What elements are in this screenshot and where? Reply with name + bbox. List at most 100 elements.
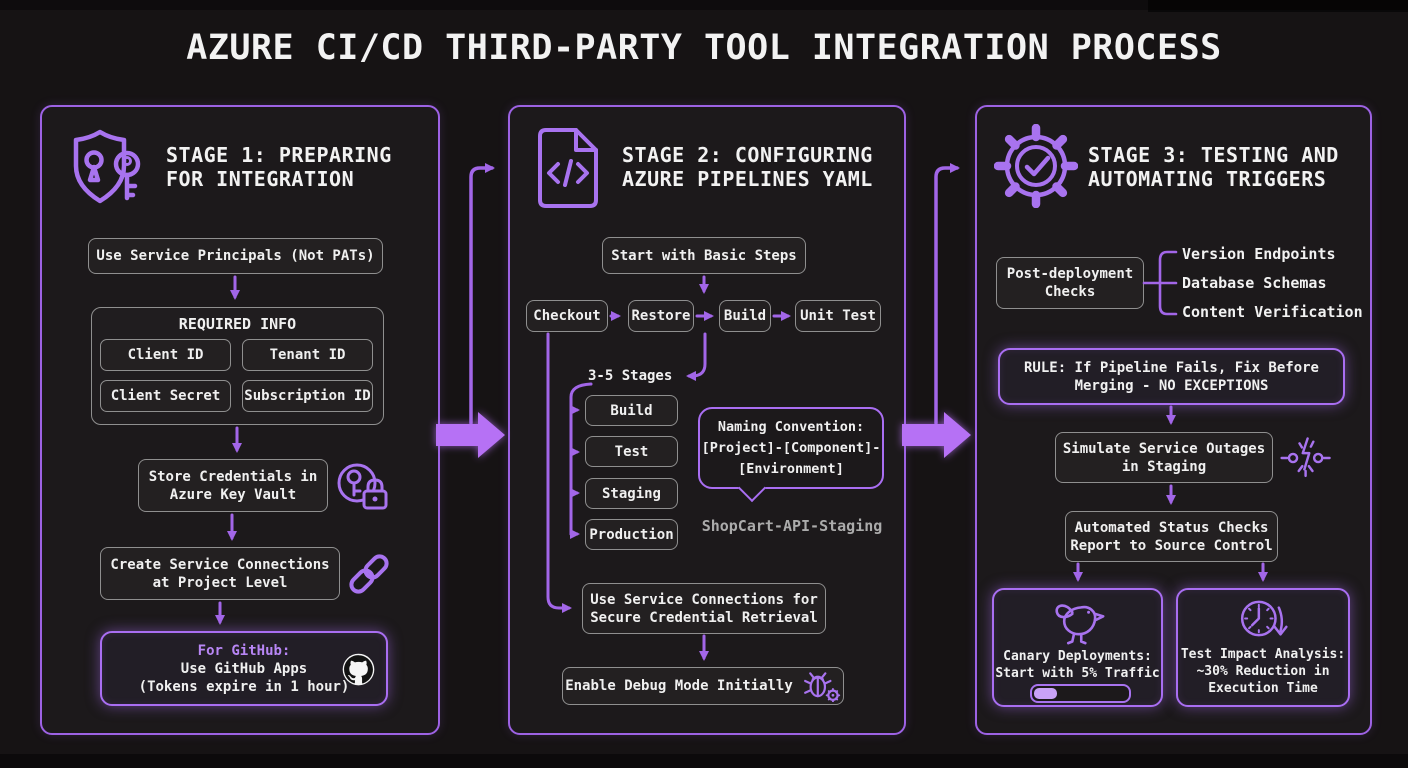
canary-line1: Canary Deployments: <box>1003 649 1152 664</box>
stage2-title-line2: AZURE PIPELINES YAML <box>622 167 873 191</box>
secure-retrieval-line1: Use Service Connections for <box>590 591 818 608</box>
key-vault-line1: Store Credentials in <box>148 468 318 485</box>
naming-convention-bubble: Naming Convention: [Project]-[Component]… <box>698 407 884 489</box>
pipeline-stage-staging-label: Staging <box>601 485 661 502</box>
step-unit-test-label: Unit Test <box>800 308 876 324</box>
naming-line2: [Project]-[Component]- <box>701 439 881 456</box>
page-title: AZURE CI/CD THIRD-PARTY TOOL INTEGRATION… <box>186 28 1222 68</box>
stage3-title: STAGE 3: TESTING AND AUTOMATING TRIGGERS <box>1088 143 1339 191</box>
chip-client-id: Client ID <box>100 339 231 371</box>
top-vignette <box>0 0 1408 10</box>
code-file-icon <box>538 128 598 208</box>
post-deployment-line1: Post-deployment <box>1006 266 1134 282</box>
bottom-vignette <box>0 754 1408 768</box>
debug-mode-label: Enable Debug Mode Initially <box>565 678 793 694</box>
github-line2: (Tokens expire in 1 hour) <box>138 678 350 695</box>
gear-check-icon <box>994 124 1078 208</box>
rule-box: RULE: If Pipeline Fails, Fix Before Merg… <box>998 348 1345 405</box>
pipeline-stage-staging-box: Staging <box>585 478 678 509</box>
service-principals-box: Use Service Principals (Not PATs) <box>88 238 383 274</box>
key-vault-icon <box>337 463 388 510</box>
step-build-box: Build <box>719 300 771 332</box>
stage2-title: STAGE 2: CONFIGURING AZURE PIPELINES YAM… <box>622 143 873 191</box>
stage2-to-stage3-arrow <box>902 412 971 458</box>
github-icon <box>342 653 375 686</box>
required-info-label: REQUIRED INFO <box>178 315 297 333</box>
rule-line2: Merging - NO EXCEPTIONS <box>1074 377 1269 394</box>
stage3-title-line2: AUTOMATING TRIGGERS <box>1088 167 1327 191</box>
chip-client-id-label: Client ID <box>127 347 204 363</box>
shield-key-icon <box>73 129 141 204</box>
stage2-to-stage3-riser-arrow <box>934 163 960 425</box>
stage2-title-line1: STAGE 2: CONFIGURING <box>622 143 873 167</box>
chip-client-secret: Client Secret <box>100 380 231 412</box>
chip-client-secret-label: Client Secret <box>110 388 221 404</box>
chip-subscription-id: Subscription ID <box>242 380 373 412</box>
stage3-title-line1: STAGE 3: TESTING AND <box>1088 143 1339 167</box>
step-restore-box: Restore <box>628 300 694 332</box>
simulate-outages-box: Simulate Service Outages in Staging <box>1055 432 1273 483</box>
test-impact-line3: Execution Time <box>1208 681 1318 696</box>
github-line1: Use GitHub Apps <box>180 660 308 677</box>
post-deployment-line2: Checks <box>1044 284 1096 300</box>
canary-progress-bar <box>1030 684 1131 703</box>
bug-gear-icon <box>803 672 840 702</box>
chip-tenant-id-label: Tenant ID <box>269 347 346 363</box>
simulate-line2: in Staging <box>1121 458 1207 475</box>
pipeline-stage-production-label: Production <box>589 526 674 543</box>
pipeline-stage-test-label: Test <box>614 443 649 460</box>
status-checks-box: Automated Status Checks Report to Source… <box>1065 511 1278 562</box>
naming-line1: Naming Convention: <box>717 418 865 435</box>
chip-subscription-id-label: Subscription ID <box>244 388 371 404</box>
key-vault-line2: Azure Key Vault <box>169 486 297 503</box>
start-basic-steps-label: Start with Basic Steps <box>611 247 797 264</box>
check-version-endpoints: Version Endpoints <box>1182 245 1336 263</box>
stages-count-label: 3-5 Stages <box>588 368 673 384</box>
check-database-schemas: Database Schemas <box>1182 274 1327 292</box>
service-connections-line2: at Project Level <box>152 574 288 591</box>
step-checkout-label: Checkout <box>533 308 601 324</box>
chip-tenant-id: Tenant ID <box>242 339 373 371</box>
stage1-to-stage2-arrow <box>436 412 505 458</box>
stage1-to-stage2-riser-arrow <box>469 163 495 425</box>
status-checks-line1: Automated Status Checks <box>1074 519 1269 536</box>
step-build-label: Build <box>723 308 767 324</box>
key-vault-box: Store Credentials in Azure Key Vault <box>138 459 328 512</box>
github-box: For GitHub: Use GitHub Apps (Tokens expi… <box>100 631 388 706</box>
pipeline-stage-build-box: Build <box>585 395 678 426</box>
pipeline-stage-production-box: Production <box>585 519 678 550</box>
step-restore-label: Restore <box>631 308 691 324</box>
service-connections-box: Create Service Connections at Project Le… <box>100 547 340 600</box>
naming-example: ShopCart-API-Staging <box>701 517 883 535</box>
test-impact-line1: Test Impact Analysis: <box>1180 647 1346 662</box>
service-connections-line1: Create Service Connections <box>110 556 330 573</box>
debug-mode-box: Enable Debug Mode Initially <box>562 667 844 705</box>
rule-line1: RULE: If Pipeline Fails, Fix Before <box>1023 359 1319 376</box>
github-heading: For GitHub: <box>197 642 291 659</box>
stage1-title-line2: FOR INTEGRATION <box>166 167 355 191</box>
simulate-line1: Simulate Service Outages <box>1062 440 1266 457</box>
link-icon <box>349 554 389 594</box>
secure-retrieval-line2: Secure Credential Retrieval <box>590 609 818 626</box>
start-basic-steps-box: Start with Basic Steps <box>602 237 806 274</box>
test-impact-box: Test Impact Analysis: ~30% Reduction in … <box>1176 588 1350 707</box>
outage-spark-icon <box>1280 437 1331 478</box>
stage1-title-line1: STAGE 1: PREPARING <box>166 143 392 167</box>
check-content-verification: Content Verification <box>1182 303 1363 321</box>
step-checkout-box: Checkout <box>526 300 608 332</box>
status-checks-line2: Report to Source Control <box>1070 537 1273 554</box>
service-principals-label: Use Service Principals (Not PATs) <box>96 248 375 264</box>
secure-retrieval-box: Use Service Connections for Secure Crede… <box>582 583 826 634</box>
post-deployment-box: Post-deployment Checks <box>996 257 1144 309</box>
clock-reduction-icon <box>1240 600 1288 637</box>
top-right-vignette <box>1148 0 1408 12</box>
stage1-title: STAGE 1: PREPARING FOR INTEGRATION <box>166 143 392 191</box>
canary-progress-fill <box>1034 688 1058 699</box>
naming-line3: [Environment] <box>738 460 844 477</box>
canary-bird-icon <box>1055 604 1104 645</box>
test-impact-line2: ~30% Reduction in <box>1196 664 1330 679</box>
canary-line2: Start with 5% Traffic <box>995 666 1160 681</box>
step-unit-test-box: Unit Test <box>795 300 881 332</box>
pipeline-stage-test-box: Test <box>585 436 678 467</box>
